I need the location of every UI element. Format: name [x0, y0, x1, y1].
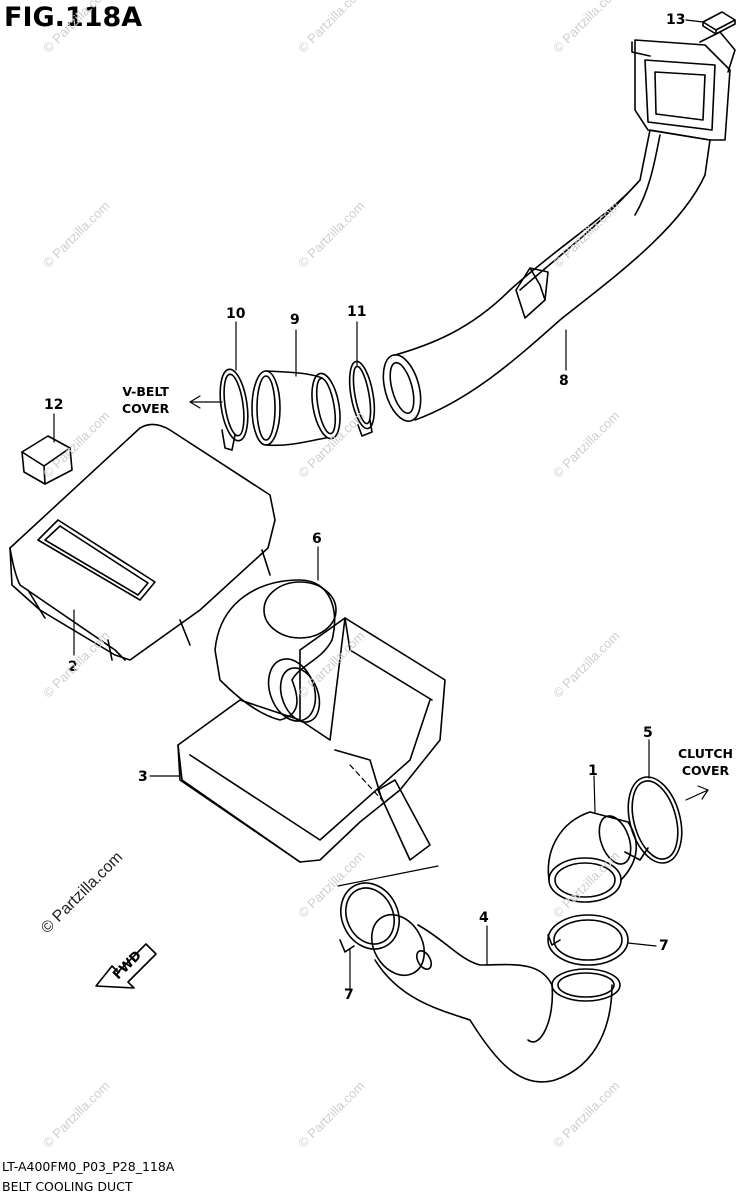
- figure-title: FIG.118A: [4, 2, 143, 33]
- part-5-clamp[interactable]: [619, 771, 690, 869]
- callout-2: 2: [68, 659, 78, 675]
- fwd-arrow-icon: FWD: [95, 943, 157, 989]
- callout-12: 12: [44, 397, 64, 413]
- part-4-hose[interactable]: [361, 905, 621, 1083]
- part-6-elbow[interactable]: [214, 579, 337, 728]
- callout-11: 11: [347, 304, 367, 320]
- callout-13: 13: [666, 12, 686, 28]
- clutch-arrow: [685, 785, 709, 801]
- part-13-pad[interactable]: [702, 11, 736, 35]
- part-1-hose[interactable]: [547, 811, 638, 903]
- part-7-clamp-right[interactable]: [547, 914, 629, 966]
- callout-4: 4: [479, 910, 489, 926]
- callout-1: 1: [588, 763, 598, 779]
- figure-caption: BELT COOLING DUCT: [2, 1179, 133, 1194]
- callout-9: 9: [290, 312, 300, 328]
- callout-6: 6: [312, 531, 322, 547]
- callout-7-left: 7: [344, 987, 354, 1003]
- vbelt-cover-note: V-BELT COVER: [122, 384, 170, 416]
- part-3-housing[interactable]: [177, 617, 446, 863]
- part-7-clamp-left[interactable]: [330, 873, 409, 958]
- callout-7-right: 7: [659, 938, 669, 954]
- callout-5: 5: [643, 725, 653, 741]
- part-8-duct[interactable]: [377, 31, 736, 425]
- leader-lines: [53, 19, 704, 989]
- callout-8: 8: [559, 373, 569, 389]
- part-9-hose[interactable]: [251, 370, 345, 447]
- callout-10: 10: [226, 306, 246, 322]
- part-10-clamp[interactable]: [216, 368, 252, 451]
- clutch-cover-note: CLUTCH COVER: [678, 746, 734, 778]
- drawing-code: LT-A400FM0_P03_P28_118A: [2, 1159, 175, 1174]
- part-2-cover[interactable]: [9, 423, 276, 661]
- part-12-pad[interactable]: [21, 435, 73, 485]
- part-11-clamp[interactable]: [345, 360, 378, 437]
- callout-3: 3: [138, 769, 148, 785]
- vbelt-arrow: [189, 395, 223, 409]
